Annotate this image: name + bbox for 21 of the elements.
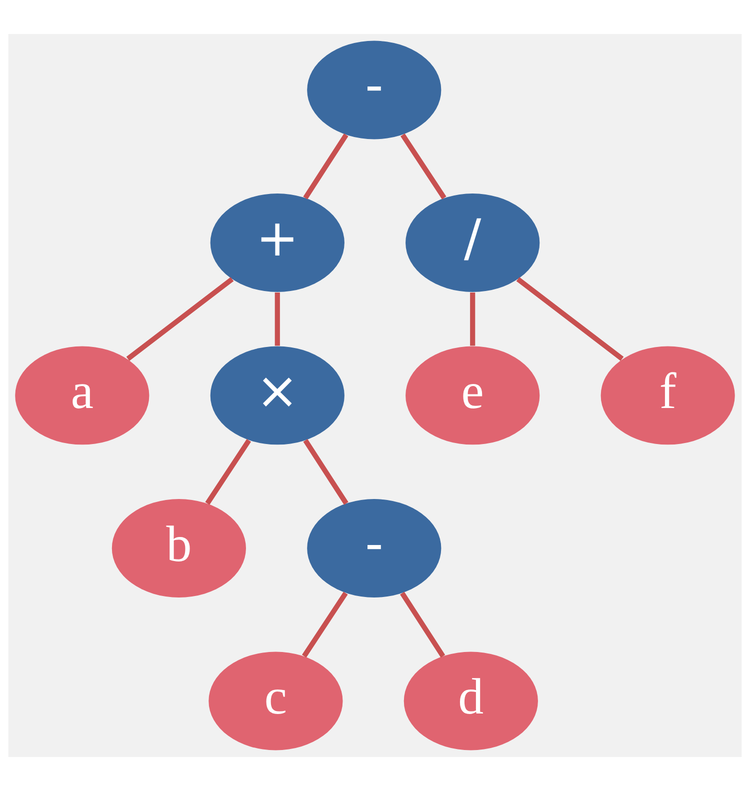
node-ellipse: - <box>307 40 442 139</box>
node-ellipse: f <box>600 346 735 444</box>
node-ellipse: - <box>307 498 442 597</box>
connector <box>303 438 348 504</box>
connector <box>303 133 348 199</box>
node-ellipse: a <box>15 346 150 444</box>
node-ellipse: d <box>404 651 538 750</box>
connector <box>516 276 624 360</box>
connector <box>205 438 252 504</box>
node-ellipse: + <box>210 193 344 292</box>
connector <box>126 276 234 360</box>
node-ellipse: b <box>112 498 246 597</box>
node-ellipse: c <box>208 651 343 750</box>
connector <box>470 292 476 346</box>
connector <box>400 133 446 199</box>
node-ellipse: × <box>210 346 344 444</box>
connector <box>274 292 280 346</box>
node-ellipse: e <box>406 346 540 444</box>
connector <box>302 591 348 658</box>
node-ellipse: / <box>406 193 540 292</box>
connector <box>400 591 446 658</box>
